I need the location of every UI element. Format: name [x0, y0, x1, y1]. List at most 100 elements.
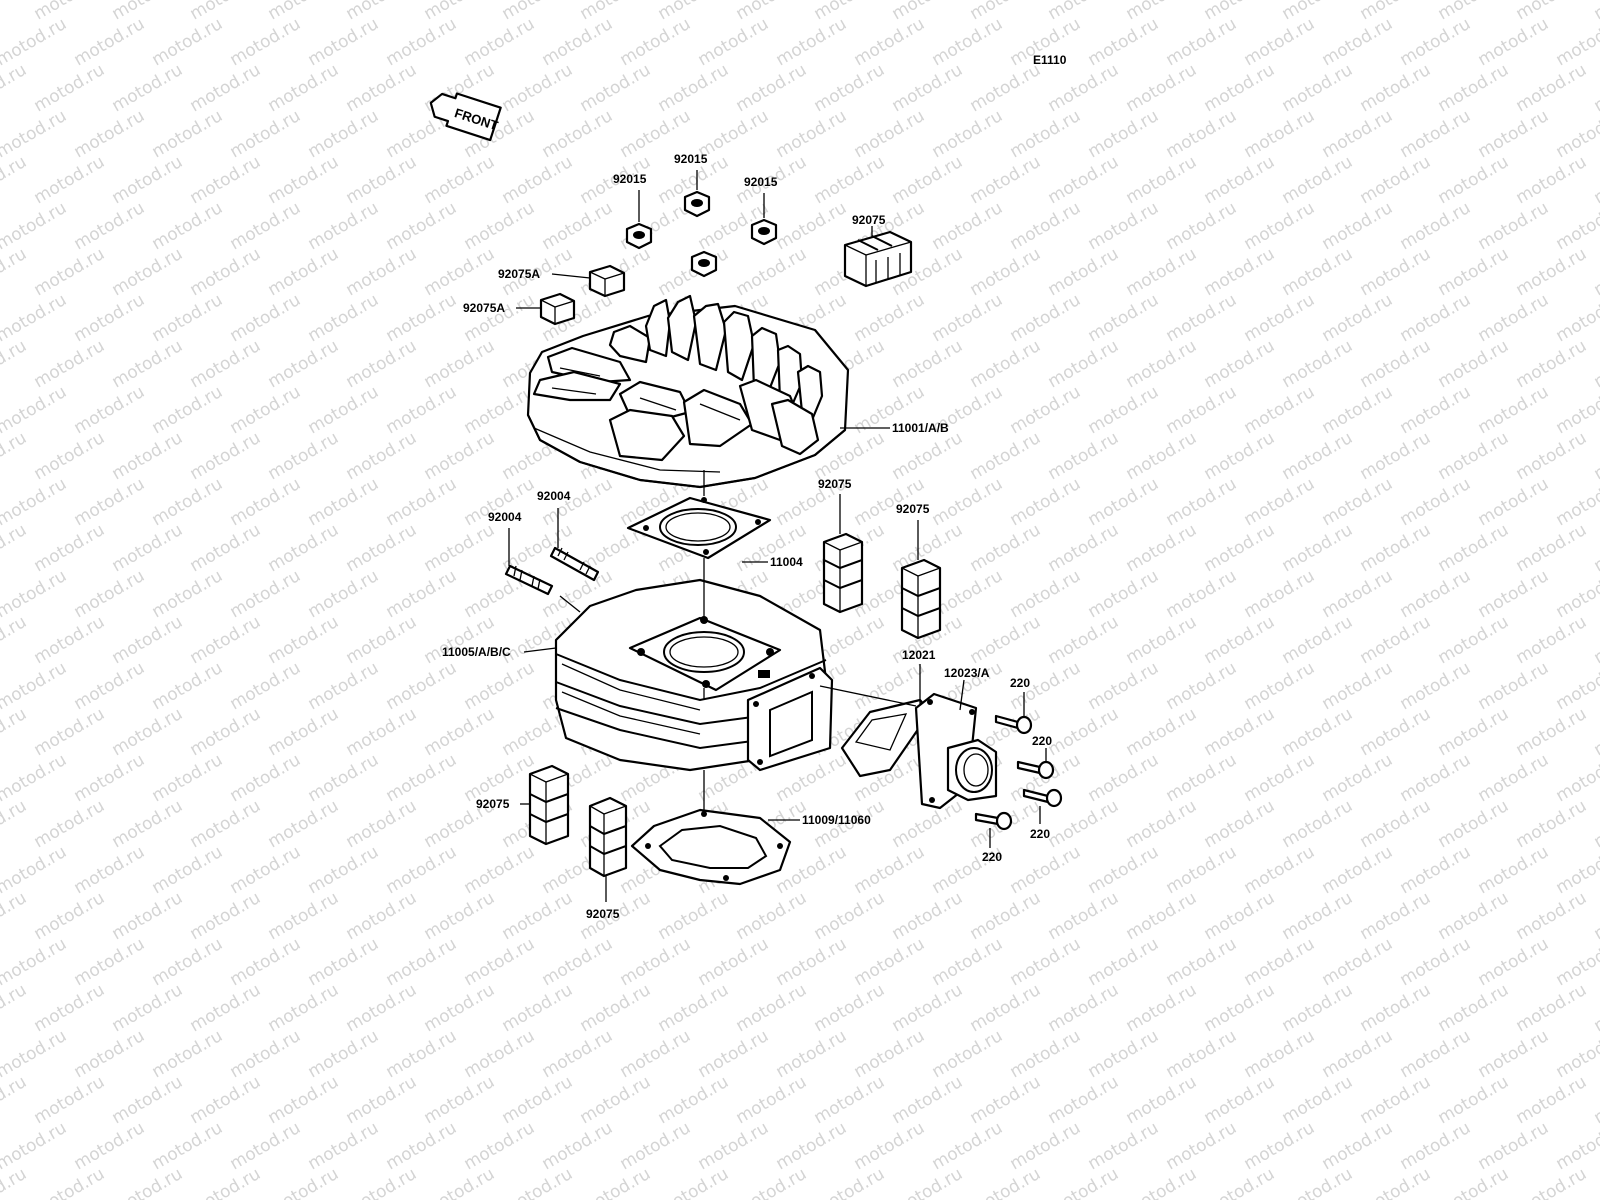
watermark-text: motod.ru — [187, 244, 265, 300]
watermark-text: motod.ru — [71, 750, 149, 806]
watermark-text: motod.ru — [1241, 658, 1319, 714]
watermark-text: motod.ru — [305, 934, 383, 990]
watermark-text: motod.ru — [109, 796, 187, 852]
watermark-text: motod.ru — [265, 336, 343, 392]
watermark-text: motod.ru — [1045, 428, 1123, 484]
watermark-text: motod.ru — [733, 888, 811, 944]
label-stud-1: 92004 — [488, 510, 522, 524]
label-cylinder: 11005/A/B/C — [442, 645, 511, 659]
watermark-text: motod.ru — [811, 888, 889, 944]
watermark-text: motod.ru — [1123, 612, 1201, 668]
watermark-text: motod.ru — [967, 612, 1045, 668]
watermark-text: motod.ru — [733, 244, 811, 300]
cylinder-head — [526, 294, 850, 489]
watermark-text: motod.ru — [1045, 244, 1123, 300]
watermark-text: motod.ru — [1123, 1164, 1201, 1200]
watermark-text: motod.ru — [461, 382, 539, 438]
watermark-text: motod.ru — [499, 1072, 577, 1128]
watermark-text: motod.ru — [343, 1072, 421, 1128]
watermark-text: motod.ru — [889, 888, 967, 944]
watermark-text: motod.ru — [1513, 1164, 1591, 1200]
watermark-text: motod.ru — [733, 1072, 811, 1128]
watermark-text: motod.ru — [461, 1118, 539, 1174]
watermark-text: motod.ru — [149, 658, 227, 714]
watermark-text: motod.ru — [695, 934, 773, 990]
watermark-text: motod.ru — [1045, 980, 1123, 1036]
watermark-text: motod.ru — [1163, 290, 1241, 346]
watermark-text: motod.ru — [1591, 428, 1600, 484]
watermark-text: motod.ru — [733, 60, 811, 116]
watermark-text: motod.ru — [1397, 1026, 1475, 1082]
watermark-text: motod.ru — [1397, 474, 1475, 530]
watermark-text: motod.ru — [71, 1026, 149, 1082]
watermark-text: motod.ru — [655, 0, 733, 24]
watermark-text: motod.ru — [265, 1164, 343, 1200]
watermark-text: motod.ru — [0, 566, 70, 622]
watermark-text: motod.ru — [1475, 1026, 1553, 1082]
watermark-text: motod.ru — [1591, 888, 1600, 944]
watermark-text: motod.ru — [1357, 704, 1435, 760]
watermark-text: motod.ru — [31, 1164, 109, 1200]
watermark-text: motod.ru — [421, 428, 499, 484]
watermark-text: motod.ru — [227, 566, 305, 622]
watermark-text: motod.ru — [577, 1072, 655, 1128]
nut-left — [625, 222, 653, 250]
watermark-text: motod.ru — [967, 1164, 1045, 1200]
damper-low-1 — [528, 764, 570, 846]
watermark-text: motod.ru — [1475, 382, 1553, 438]
watermark-text: motod.ru — [851, 106, 929, 162]
watermark-text: motod.ru — [1319, 934, 1397, 990]
watermark-text: motod.ru — [1475, 658, 1553, 714]
watermark-text: motod.ru — [773, 14, 851, 70]
watermark-text: motod.ru — [149, 842, 227, 898]
watermark-text: motod.ru — [811, 152, 889, 208]
watermark-text: motod.ru — [1513, 244, 1591, 300]
watermark-text: motod.ru — [0, 1026, 70, 1082]
watermark-text: motod.ru — [71, 14, 149, 70]
watermark-text: motod.ru — [655, 1164, 733, 1200]
label-damper-top-right: 92075 — [852, 213, 886, 227]
watermark-text: motod.ru — [71, 474, 149, 530]
watermark-text: motod.ru — [187, 1164, 265, 1200]
watermark-text: motod.ru — [967, 1072, 1045, 1128]
watermark-text: motod.ru — [1123, 336, 1201, 392]
watermark-text: motod.ru — [0, 60, 30, 116]
watermark-text: motod.ru — [929, 1118, 1007, 1174]
watermark-text: motod.ru — [1435, 980, 1513, 1036]
watermark-text: motod.ru — [31, 0, 109, 24]
watermark-text: motod.ru — [1397, 14, 1475, 70]
watermark-text: motod.ru — [0, 658, 70, 714]
front-arrow-icon: FRONT — [429, 92, 502, 142]
watermark-text: motod.ru — [421, 336, 499, 392]
watermark-text: motod.ru — [1085, 566, 1163, 622]
watermark-text: motod.ru — [31, 336, 109, 392]
watermark-text: motod.ru — [227, 290, 305, 346]
watermark-text: motod.ru — [1279, 428, 1357, 484]
watermark-text: motod.ru — [0, 520, 30, 576]
watermark-text: motod.ru — [1435, 612, 1513, 668]
watermark-text: motod.ru — [1319, 1026, 1397, 1082]
watermark-text: motod.ru — [265, 796, 343, 852]
watermark-text: motod.ru — [383, 842, 461, 898]
watermark-text: motod.ru — [1475, 566, 1553, 622]
watermark-text: motod.ru — [1201, 612, 1279, 668]
watermark-text: motod.ru — [1319, 198, 1397, 254]
watermark-text: motod.ru — [1201, 1072, 1279, 1128]
watermark-text: motod.ru — [421, 888, 499, 944]
watermark-text: motod.ru — [1475, 106, 1553, 162]
watermark-text: motod.ru — [539, 1026, 617, 1082]
watermark-text: motod.ru — [1397, 566, 1475, 622]
label-screw-4: 220 — [982, 850, 1002, 864]
screw-1 — [994, 714, 1033, 735]
watermark-text: motod.ru — [343, 520, 421, 576]
watermark-text: motod.ru — [0, 980, 30, 1036]
watermark-text: motod.ru — [265, 0, 343, 24]
label-head: 11001/A/B — [892, 421, 949, 435]
watermark-text: motod.ru — [305, 658, 383, 714]
watermark-text: motod.ru — [227, 14, 305, 70]
watermark-text: motod.ru — [149, 934, 227, 990]
watermark-text: motod.ru — [265, 152, 343, 208]
watermark-text: motod.ru — [1475, 750, 1553, 806]
